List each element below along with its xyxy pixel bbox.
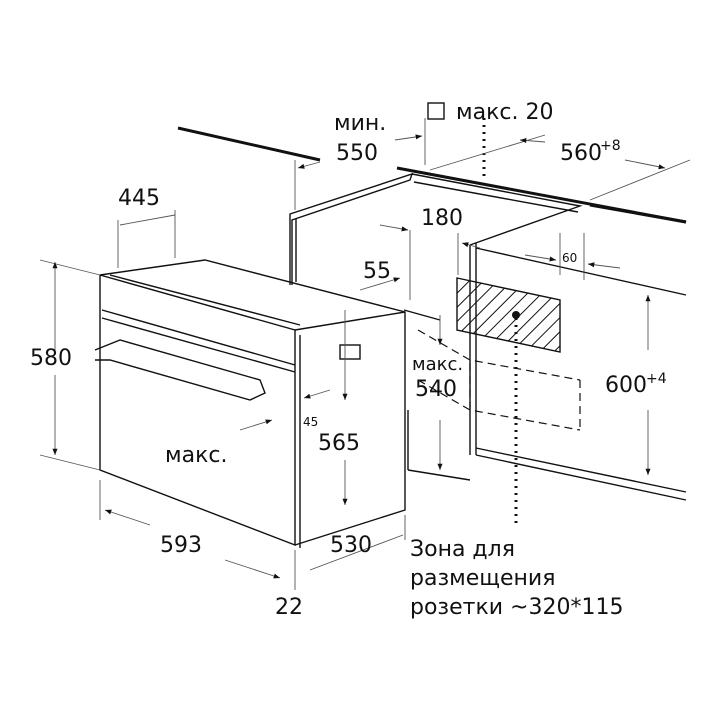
label-55: 55 bbox=[363, 259, 391, 284]
label-600: 600 bbox=[605, 373, 647, 398]
socket-zone-line-3: розетки ~320*115 bbox=[410, 595, 623, 620]
oven-handle bbox=[94, 339, 266, 401]
label-580: 580 bbox=[30, 346, 72, 371]
oven bbox=[94, 259, 406, 548]
label-550: 550 bbox=[336, 141, 378, 166]
label-180: 180 bbox=[421, 206, 463, 231]
label-22: 22 bbox=[275, 595, 303, 620]
socket-zone bbox=[456, 118, 561, 525]
label-max-45: макс. bbox=[165, 443, 227, 468]
label-560-tolerance: +8 bbox=[600, 138, 621, 154]
label-593: 593 bbox=[160, 533, 202, 558]
socket-zone-line-1: Зона для bbox=[410, 537, 515, 562]
label-60: 60 bbox=[562, 251, 577, 265]
square-marker-icon bbox=[427, 102, 445, 120]
dimension-labels: мин. 550 макс. 20 560 +8 445 180 60 55 5… bbox=[30, 100, 667, 620]
label-max-540: макс. bbox=[412, 354, 463, 375]
label-530: 530 bbox=[330, 533, 372, 558]
cabinet-niche bbox=[289, 172, 687, 501]
dimension-lines bbox=[39, 118, 691, 590]
countertop bbox=[177, 126, 687, 224]
label-600-tolerance: +4 bbox=[646, 371, 667, 387]
label-max-20: макс. 20 bbox=[456, 100, 553, 125]
label-540: 540 bbox=[415, 377, 457, 402]
label-565: 565 bbox=[318, 431, 360, 456]
label-445: 445 bbox=[118, 186, 160, 211]
label-min: мин. bbox=[334, 111, 386, 136]
label-45: 45 bbox=[303, 415, 318, 429]
label-560: 560 bbox=[560, 141, 602, 166]
socket-zone-line-2: размещения bbox=[410, 566, 555, 591]
hatched-socket-zone-icon bbox=[456, 277, 561, 353]
